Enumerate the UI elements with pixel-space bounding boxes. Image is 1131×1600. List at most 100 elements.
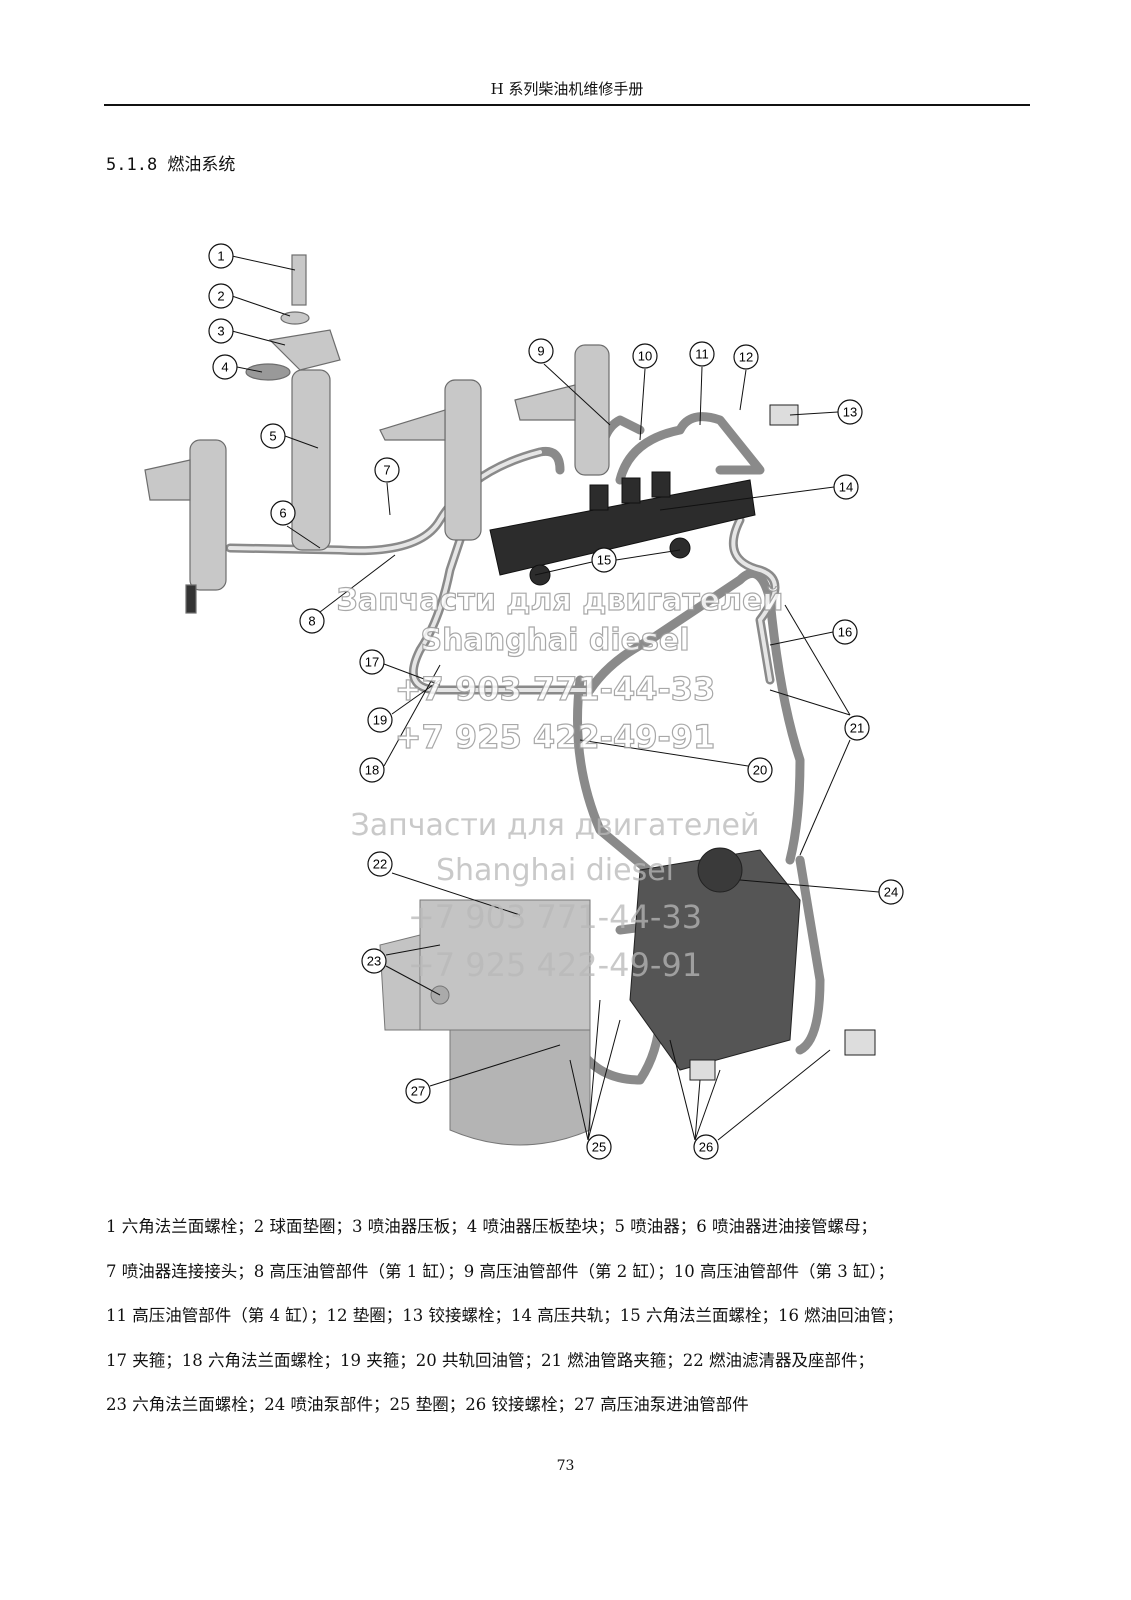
callout-26: 26: [693, 1134, 719, 1160]
callout-circle: [299, 608, 325, 634]
callout-circle: [208, 243, 234, 269]
callout-5: 5: [260, 423, 286, 449]
callout-22: 22: [367, 851, 393, 877]
callout-number: 26: [699, 1140, 713, 1155]
callout-circle: [528, 338, 554, 364]
section-title: 5.1.8 燃油系统: [106, 155, 236, 175]
callout-circle: [374, 457, 400, 483]
callout-14: 14: [833, 474, 859, 500]
watermark-phone2: +7 925 422-49-91: [395, 718, 716, 756]
callout-number: 16: [838, 625, 852, 640]
callout-circle: [591, 547, 617, 573]
callout-circle: [832, 619, 858, 645]
page-number: 73: [556, 1458, 575, 1474]
callout-8: 8: [299, 608, 325, 634]
callout-6: 6: [270, 500, 296, 526]
callout-number: 15: [597, 553, 611, 568]
callout-circle: [212, 354, 238, 380]
watermark-line2: Shanghai diesel: [436, 853, 674, 888]
high-pressure-pump: [629, 404, 876, 1081]
callout-number: 14: [839, 480, 853, 495]
callout-10: 10: [632, 343, 658, 369]
callout-circle: [837, 399, 863, 425]
callout-25: 25: [586, 1134, 612, 1160]
callout-number: 6: [279, 506, 286, 521]
callout-circle: [359, 649, 385, 675]
callout-circle: [689, 341, 715, 367]
callout-number: 13: [843, 405, 857, 420]
callout-27: 27: [405, 1078, 431, 1104]
leader-lines: [231, 255, 880, 1141]
watermark-phone2: +7 925 422-49-91: [408, 946, 702, 984]
callout-circle: [359, 757, 385, 783]
callout-number: 22: [373, 857, 387, 872]
callout-20: 20: [747, 757, 773, 783]
callout-number: 5: [269, 429, 276, 444]
watermark-line1: Запчасти для двигателей: [351, 808, 760, 843]
callout-7: 7: [374, 457, 400, 483]
callout-9: 9: [528, 338, 554, 364]
callout-circle: [208, 318, 234, 344]
fuel-filter: [379, 899, 591, 1146]
callout-circle: [367, 707, 393, 733]
callout-1: 1: [208, 243, 234, 269]
callout-number: 2: [217, 289, 224, 304]
callout-circle: [833, 474, 859, 500]
callout-number: 18: [365, 763, 379, 778]
callout-number: 24: [884, 885, 898, 900]
callout-number: 1: [217, 249, 224, 264]
callout-21: 21: [844, 715, 870, 741]
callout-circle: [632, 343, 658, 369]
callout-circle: [270, 500, 296, 526]
callout-16: 16: [832, 619, 858, 645]
callout-circle: [361, 948, 387, 974]
pipes-highlight: [228, 450, 777, 692]
callout-circle: [260, 423, 286, 449]
callout-17: 17: [359, 649, 385, 675]
watermark: Запчасти для двигателей Shanghai diesel …: [336, 582, 784, 984]
callout-number: 23: [367, 954, 381, 969]
callout-4: 4: [212, 354, 238, 380]
callout-number: 20: [753, 763, 767, 778]
callout-number: 10: [638, 349, 652, 364]
legend-line: 17 夹箍；18 六角法兰面螺栓；19 夹箍；20 共轨回油管；21 燃油管路夹…: [106, 1350, 874, 1370]
callout-2: 2: [208, 283, 234, 309]
legend-line: 7 喷油器连接接头；8 高压油管部件（第 1 缸）；9 高压油管部件（第 2 缸…: [106, 1261, 895, 1281]
common-rail: [489, 471, 756, 586]
callout-15: 15: [591, 547, 617, 573]
callout-circle: [586, 1134, 612, 1160]
callout-circle: [208, 283, 234, 309]
callout-number: 7: [383, 463, 390, 478]
watermark-phone1: +7 903 771-44-33: [408, 898, 702, 936]
callout-circle: [693, 1134, 719, 1160]
callout-number: 21: [850, 721, 864, 736]
legend-line: 1 六角法兰面螺栓；2 球面垫圈；3 喷油器压板；4 喷油器压板垫块；5 喷油器…: [106, 1217, 877, 1236]
header-divider: [104, 104, 1030, 106]
callout-circle: [733, 344, 759, 370]
callout-number: 4: [221, 360, 228, 375]
watermark-line2: Shanghai diesel: [421, 623, 690, 658]
callout-11: 11: [689, 341, 715, 367]
callout-circle: [844, 715, 870, 741]
callout-23: 23: [361, 948, 387, 974]
callout-number: 27: [411, 1084, 425, 1099]
callout-3: 3: [208, 318, 234, 344]
callout-19: 19: [367, 707, 393, 733]
callout-number: 25: [592, 1140, 606, 1155]
callout-circle: [747, 757, 773, 783]
callout-13: 13: [837, 399, 863, 425]
callout-number: 17: [365, 655, 379, 670]
callout-number: 19: [373, 713, 387, 728]
callout-18: 18: [359, 757, 385, 783]
callout-circle: [367, 851, 393, 877]
watermark-line1: Запчасти для двигателей: [337, 583, 784, 618]
callout-number: 9: [537, 344, 544, 359]
legend-line: 23 六角法兰面螺栓；24 喷油泵部件；25 垫圈；26 铰接螺栓；27 高压油…: [106, 1395, 749, 1414]
parts-legend: 1 六角法兰面螺栓；2 球面垫圈；3 喷油器压板；4 喷油器压板垫块；5 喷油器…: [106, 1205, 1036, 1428]
running-header: H 系列柴油机维修手册: [490, 80, 644, 98]
legend-line: 11 高压油管部件（第 4 缸）；12 垫圈；13 铰接螺栓；14 高压共轨；1…: [106, 1306, 904, 1325]
callout-number: 11: [695, 347, 709, 362]
callout-24: 24: [878, 879, 904, 905]
callout-number: 12: [739, 350, 753, 365]
